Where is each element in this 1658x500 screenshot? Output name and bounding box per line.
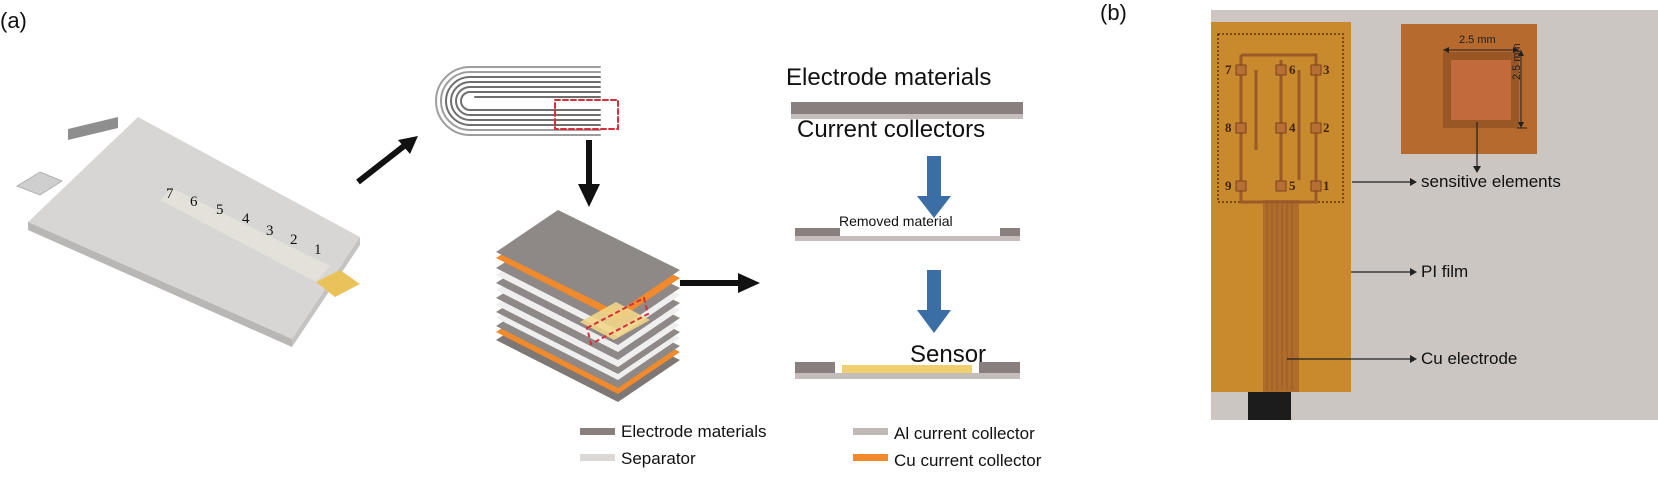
legend-label-separator: Separator (621, 449, 696, 468)
step3-label: Sensor (910, 341, 987, 368)
jelly-roll (435, 66, 619, 136)
pi-sensor-number: 1 (1323, 178, 1330, 193)
step2-electrode-left (795, 228, 840, 236)
legend-swatch-electrode (580, 428, 615, 435)
pouch-number: 1 (314, 242, 322, 258)
pouch-side-face (28, 222, 292, 347)
step2-collector-layer (795, 236, 1020, 241)
pouch-cell (15, 117, 360, 347)
legend-label-al: Al current collector (894, 424, 1035, 443)
blue-arrow-2 (917, 270, 951, 333)
legend-swatch-cu (853, 454, 888, 461)
step3-electrode-left (795, 362, 835, 373)
inset-sensor-square (1451, 60, 1511, 120)
step1-collector-layer (791, 114, 1023, 119)
step3-sensor-layer (842, 365, 972, 373)
inset-height-label: 2.5 mm (1511, 43, 1523, 80)
legend-label-electrode: Electrode materials (621, 422, 767, 441)
sensor-area-outline (1217, 33, 1344, 203)
selection-box-roll (554, 99, 619, 130)
selection-box-stack (585, 296, 650, 346)
legend-label-cu: Cu current collector (894, 451, 1042, 470)
step2-electrode-right (1000, 228, 1020, 236)
layer-stack (496, 210, 680, 402)
inset-width-label: 2.5 mm (1459, 34, 1496, 46)
pouch-tab-dark (68, 117, 118, 140)
arrow-cell-to-roll (356, 136, 418, 185)
legend-swatch-al (853, 428, 888, 435)
annotation-sensitive-elements: sensitive elements (1421, 172, 1561, 191)
panel-a-label: (a) (0, 8, 27, 33)
pouch-number: 7 (166, 186, 174, 202)
arrow-stack-to-process (680, 273, 760, 293)
pi-sensor-number-group: 7 6 3 8 4 2 9 5 1 (1211, 10, 1351, 210)
annotation-pi-film: PI film (1421, 262, 1469, 281)
step3-electrode-right (979, 362, 1020, 373)
pi-sensor-number: 3 (1323, 62, 1330, 77)
step1-electrode-layer (791, 102, 1023, 114)
arrow-roll-to-stack (578, 140, 600, 207)
pi-sensor-number: 9 (1225, 178, 1232, 193)
blue-arrow-1 (917, 156, 951, 218)
annotation-cu-electrode: Cu electrode (1421, 349, 1518, 368)
photo-background: 7 6 3 8 4 2 9 5 1 2.5 mm 2.5 mm sensitiv… (1211, 10, 1658, 420)
step2-label: Removed material (839, 213, 953, 229)
cu-electrode-traces (1263, 200, 1299, 392)
sensor-tail (316, 270, 360, 297)
pouch-tab-light (15, 171, 64, 196)
pouch-number: 6 (190, 194, 198, 210)
pi-sensor-number: 8 (1225, 120, 1232, 135)
pouch-number: 5 (216, 202, 224, 218)
pi-sensor-number: 7 (1225, 62, 1232, 77)
embedded-sensor (580, 302, 650, 340)
step3-collector-layer (795, 373, 1020, 379)
connector-tab (1248, 392, 1291, 420)
pi-sensor-number: 4 (1289, 120, 1296, 135)
photo-drawing (1211, 22, 1537, 420)
panel-b-label: (b) (1100, 0, 1127, 25)
pi-sensor-number: 2 (1323, 120, 1330, 135)
pouch-number: 3 (266, 223, 274, 239)
pouch-number: 2 (290, 232, 298, 248)
sensor-strip (160, 188, 330, 282)
pouch-number-group: 7 6 5 4 3 2 1 (162, 186, 362, 286)
pouch-top-face (28, 117, 360, 339)
pouch-number: 4 (242, 211, 250, 227)
legend-swatch-separator (580, 454, 615, 461)
pi-sensor-number: 5 (1289, 178, 1296, 193)
step1-top-label: Electrode materials (786, 64, 992, 91)
pi-sensor-number: 6 (1289, 62, 1296, 77)
step1-bottom-label: Current collectors (797, 116, 986, 143)
pouch-end-face (292, 237, 360, 347)
